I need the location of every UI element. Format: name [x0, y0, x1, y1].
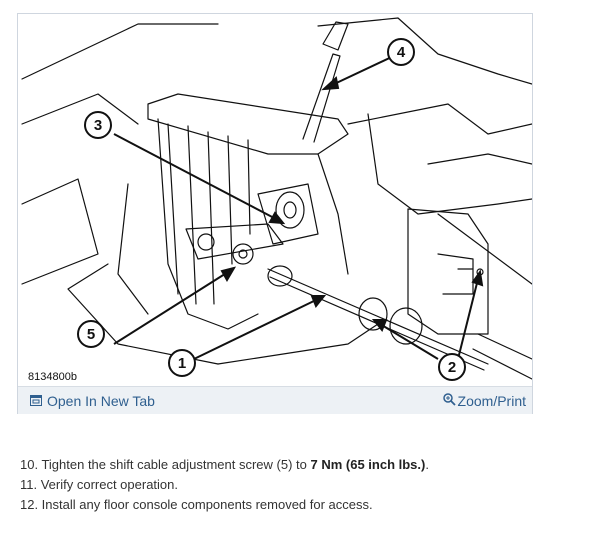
- callout-3: [84, 111, 112, 139]
- step-10-prefix: 10. Tighten the shift cable adjustment s…: [20, 457, 311, 472]
- callout-4: [387, 38, 415, 66]
- open-tab-icon: [30, 393, 42, 409]
- step-10-suffix: .: [425, 457, 429, 472]
- figure-code: 8134800b: [28, 371, 77, 383]
- step-10: 10. Tighten the shift cable adjustment s…: [20, 455, 429, 475]
- callout-2-label: 2: [448, 359, 456, 376]
- figure-toolbar: Open In New Tab Zoom/Print: [18, 386, 532, 414]
- figure-container: 4 3 5 1 2 8134800b Open In New Tab Zoom/…: [17, 13, 533, 414]
- callout-1: [168, 349, 196, 377]
- open-in-new-tab-link[interactable]: Open In New Tab: [30, 393, 155, 409]
- zoom-print-label: Zoom/Print: [457, 393, 526, 409]
- torque-spec: 7 Nm (65 inch lbs.): [310, 457, 426, 472]
- zoom-print-link[interactable]: Zoom/Print: [442, 393, 526, 409]
- callout-3-label: 3: [94, 117, 102, 134]
- open-in-new-tab-label: Open In New Tab: [47, 393, 155, 409]
- callout-5: [77, 320, 105, 348]
- procedure-steps: 10. Tighten the shift cable adjustment s…: [20, 455, 429, 515]
- callout-5-label: 5: [87, 326, 95, 343]
- step-11: 11. Verify correct operation.: [20, 477, 179, 492]
- shifter-cable-diagram: 4 3 5 1 2: [21, 17, 532, 381]
- callout-1-label: 1: [178, 355, 186, 372]
- zoom-icon: [442, 393, 456, 409]
- callout-4-label: 4: [397, 44, 406, 61]
- step-12: 12. Install any floor console components…: [20, 497, 373, 512]
- callout-2: [438, 353, 466, 381]
